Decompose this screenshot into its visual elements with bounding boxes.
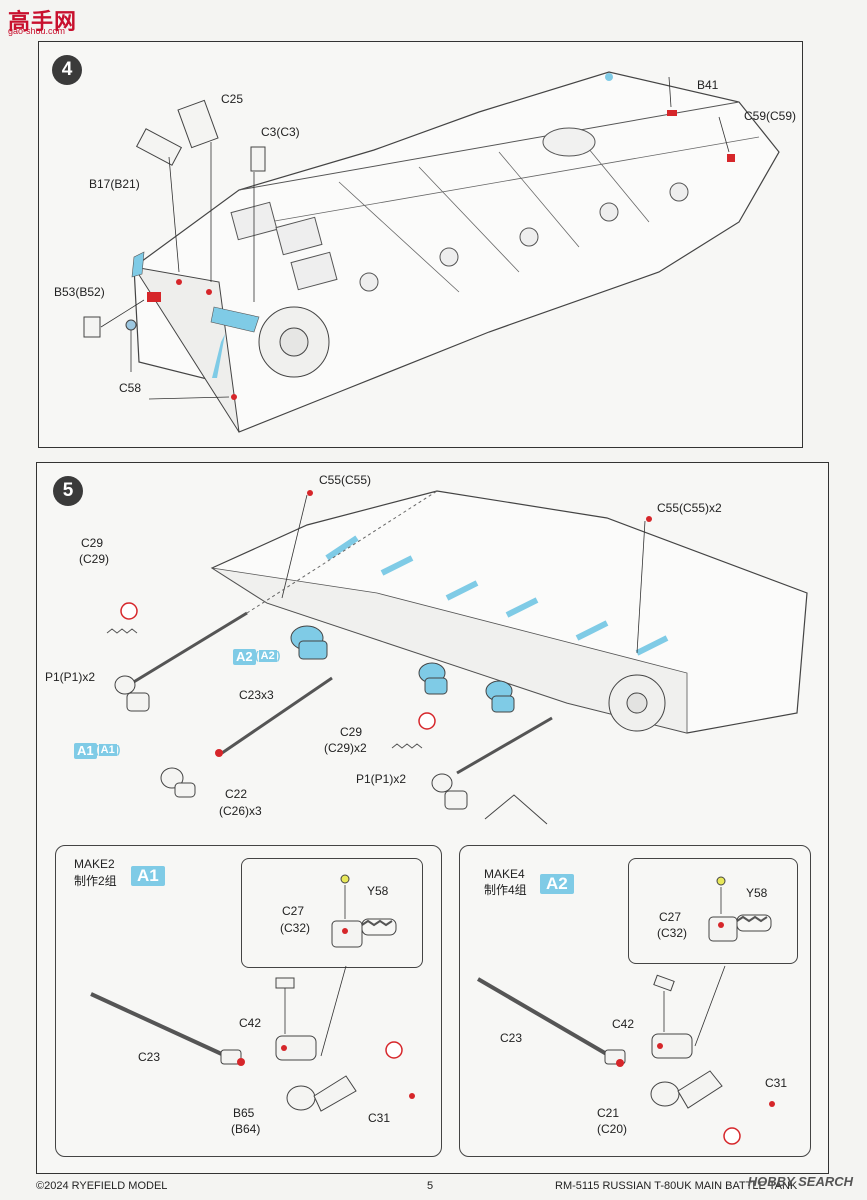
- label-c29-mid: C29: [340, 725, 363, 739]
- label-p1-mid: P1(P1)x2: [356, 772, 407, 786]
- label-c23x3: C23x3: [239, 688, 274, 702]
- make4-inset-drawing: [708, 876, 772, 942]
- label-c29-mid-alt: (C29)x2: [324, 741, 367, 755]
- make2-label-b65: B65: [233, 1106, 255, 1120]
- step-4-hull-drawing: [83, 71, 780, 433]
- make4-label-c31: C31: [765, 1076, 788, 1090]
- step-5-suspension-drawing: [106, 490, 808, 825]
- make2-label-b65-alt: (B64): [231, 1122, 261, 1136]
- label-b17: B17(B21): [89, 177, 140, 191]
- tag-a2-inner: A2: [258, 650, 277, 662]
- tag-a1-paren: (A1): [95, 744, 121, 756]
- make2-title: MAKE2: [74, 857, 115, 871]
- make2-label-c42: C42: [239, 1016, 262, 1030]
- make4-label-c27: C27: [659, 910, 682, 924]
- step-4-badge: 4: [52, 55, 82, 85]
- step-5-panel: 5: [36, 462, 829, 1174]
- make2-inset-drawing: [331, 874, 397, 948]
- make2-label-c27: C27: [282, 904, 305, 918]
- label-b53: B53(B52): [54, 285, 105, 299]
- label-c55-x2: C55(C55)x2: [657, 501, 722, 515]
- make4-inset: Y58 C27 (C32): [628, 858, 798, 964]
- footer-product: RM-5115 RUSSIAN T-80UK MAIN BATTLE TANK: [555, 1180, 798, 1192]
- step-4-panel: 4: [38, 41, 803, 448]
- make2-title-cn: 制作2组: [74, 874, 117, 888]
- make4-title: MAKE4: [484, 867, 525, 881]
- make2-assembly-drawing: [90, 965, 415, 1112]
- label-c3: C3(C3): [261, 125, 300, 139]
- watermark-url: gao-shou.com: [8, 26, 66, 36]
- label-c29-top: C29: [81, 536, 104, 550]
- watermark-logo: 高手网: [8, 9, 78, 34]
- make4-label-c27-alt: (C32): [657, 926, 688, 940]
- label-c22: C22: [225, 787, 248, 801]
- step-5-badge: 5: [53, 476, 83, 506]
- make2-label-c23: C23: [138, 1050, 161, 1064]
- make2-label-c31: C31: [368, 1111, 391, 1125]
- make4-label-c42: C42: [612, 1017, 635, 1031]
- make2-label-y58: Y58: [367, 884, 389, 898]
- label-b41: B41: [697, 78, 719, 92]
- make4-label-c21-alt: (C20): [597, 1122, 628, 1136]
- make4-title-cn: 制作4组: [484, 883, 527, 897]
- make4-label-y58: Y58: [746, 886, 768, 900]
- tag-a2-left: A2: [233, 649, 256, 665]
- make4-label-c23: C23: [500, 1031, 523, 1045]
- label-c55: C55(C55): [319, 473, 372, 487]
- hobby-search-watermark: HOBBY SEARCH: [747, 1174, 853, 1189]
- label-c22-alt: (C26)x3: [219, 804, 262, 818]
- footer-copyright: ©2024 RYEFIELD MODEL: [36, 1180, 168, 1192]
- label-c25: C25: [221, 92, 244, 106]
- label-c58: C58: [119, 381, 142, 395]
- make4-assembly-drawing: [476, 965, 775, 1145]
- make4-subpanel: MAKE4 制作4组 A2 Y58 C27 (C32): [459, 845, 811, 1157]
- make2-inset: Y58 C27 (C32): [241, 858, 423, 968]
- tag-a1-left: A1: [74, 743, 97, 759]
- label-p1-left: P1(P1)x2: [45, 670, 96, 684]
- make4-tag: A2: [540, 874, 574, 894]
- make2-label-c27-alt: (C32): [280, 921, 311, 935]
- label-c29-top-alt: (C29): [79, 552, 110, 566]
- make2-tag: A1: [131, 866, 165, 886]
- make2-subpanel: MAKE2 制作2组 A1 Y58 C27 (C32): [55, 845, 442, 1157]
- make4-label-c21: C21: [597, 1106, 620, 1120]
- footer-page-number: 5: [427, 1180, 434, 1192]
- tag-a1-inner: A1: [98, 744, 117, 756]
- tag-a2-paren: (A2): [255, 650, 281, 662]
- label-c59: C59(C59): [744, 109, 797, 123]
